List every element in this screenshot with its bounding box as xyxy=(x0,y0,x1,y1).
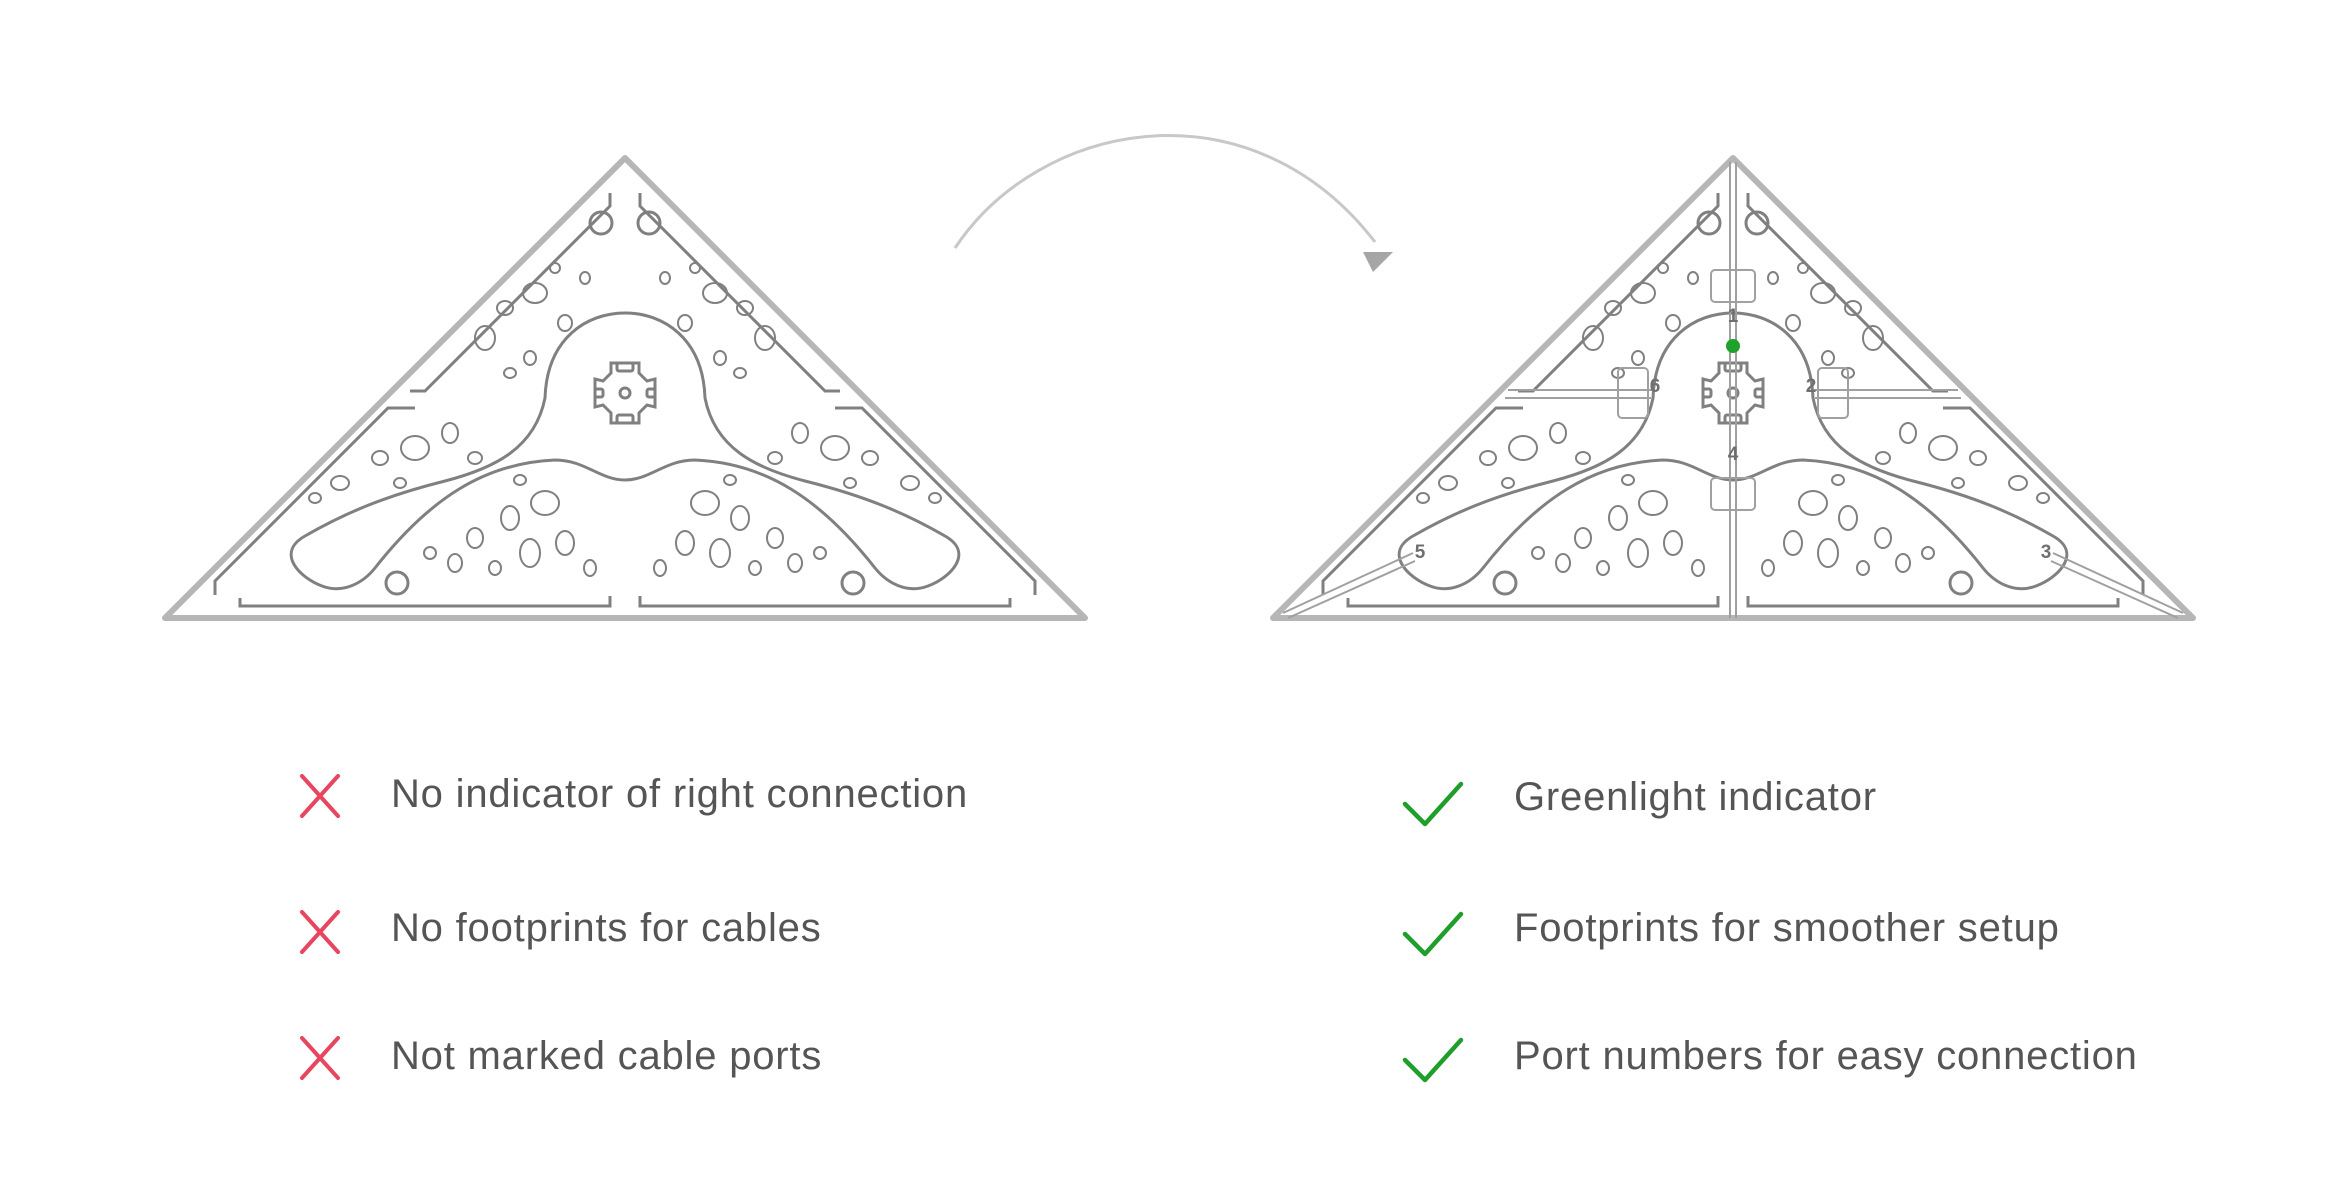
port-number-5: 5 xyxy=(1415,542,1426,563)
port-number-6: 6 xyxy=(1650,376,1661,397)
cable-footprints xyxy=(1282,162,2184,619)
feature-before-2: No footprints for cables xyxy=(391,906,822,950)
port-number-4: 4 xyxy=(1728,444,1739,465)
port-number-3: 3 xyxy=(2041,542,2052,563)
feature-after-1: Greenlight indicator xyxy=(1514,775,1877,819)
port-number-1: 1 xyxy=(1728,306,1739,327)
greenlight-indicator xyxy=(1726,339,1740,353)
cross-icon xyxy=(300,774,340,818)
feature-after-3: Port numbers for easy connection xyxy=(1514,1034,2138,1078)
cross-icon xyxy=(300,910,340,954)
panel-after: 1 2 3 4 5 6 xyxy=(1273,158,2193,618)
check-icon xyxy=(1402,911,1464,957)
feature-before-1: No indicator of right connection xyxy=(391,772,969,816)
arrow-icon xyxy=(953,134,1393,272)
port-number-2: 2 xyxy=(1806,376,1817,397)
panel-before xyxy=(165,158,1085,618)
feature-after-2: Footprints for smoother setup xyxy=(1514,906,2060,950)
check-icon xyxy=(1402,1037,1464,1083)
cross-icon xyxy=(300,1036,340,1080)
feature-before-3: Not marked cable ports xyxy=(391,1034,823,1078)
check-icon xyxy=(1402,781,1464,827)
